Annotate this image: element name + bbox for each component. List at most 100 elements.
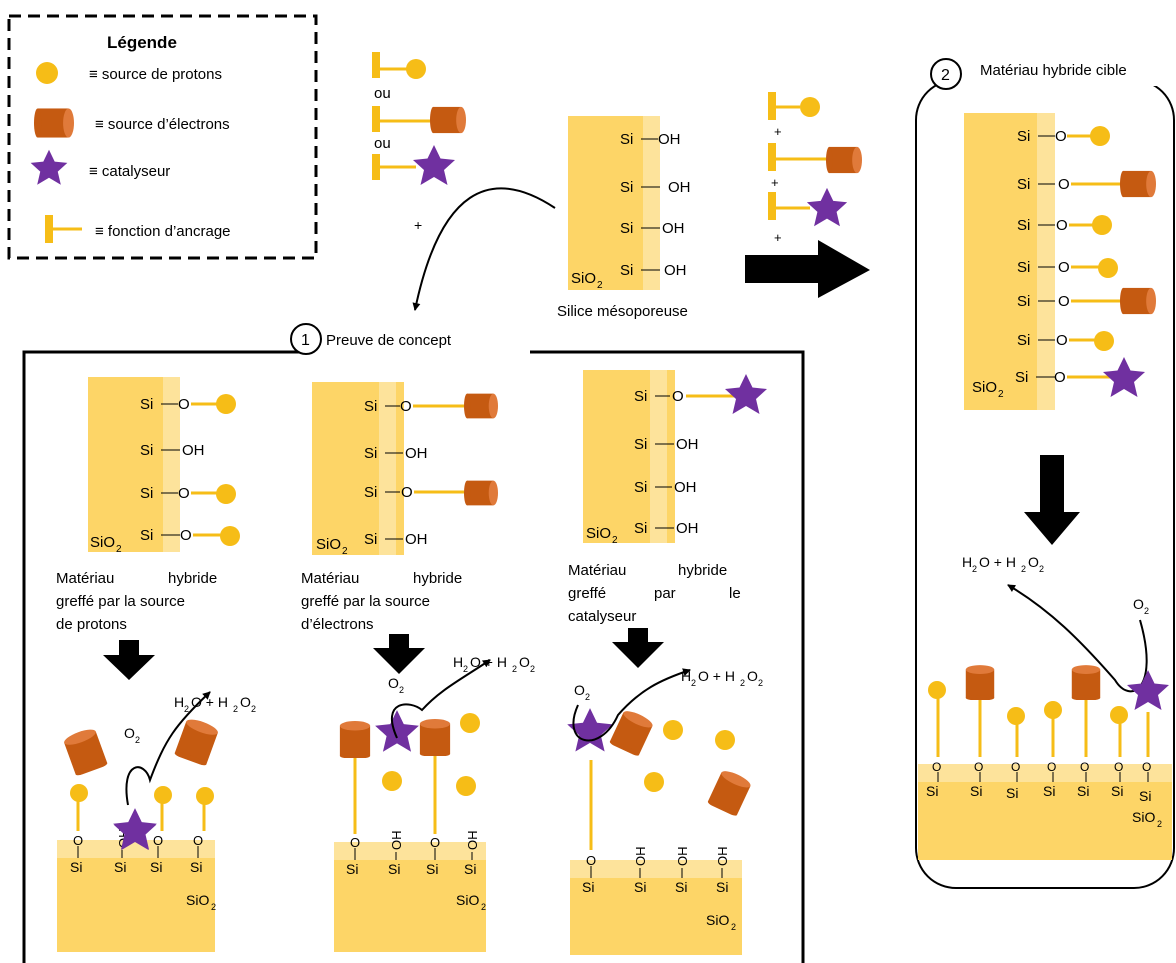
legend-title: Légende — [107, 33, 177, 52]
svg-text:+: + — [771, 175, 779, 190]
svg-text:2: 2 — [135, 735, 140, 745]
svg-text:Si: Si — [114, 859, 126, 875]
svg-text:le: le — [729, 585, 741, 602]
svg-text:OH: OH — [405, 531, 428, 548]
svg-text:O: O — [1058, 293, 1070, 310]
svg-text:Si: Si — [140, 442, 153, 459]
svg-text:Si: Si — [716, 879, 728, 895]
svg-text:Si: Si — [150, 859, 162, 875]
svg-text:OH: OH — [676, 520, 699, 537]
svg-text:OH: OH — [668, 179, 691, 196]
svg-text:Si: Si — [1017, 176, 1030, 193]
arrow-to-target — [745, 240, 870, 298]
svg-text:OH: OH — [676, 436, 699, 453]
svg-text:O: O — [932, 760, 941, 774]
legend-proton-icon — [36, 62, 58, 84]
svg-text:2: 2 — [612, 535, 618, 546]
svg-text:Si: Si — [1015, 369, 1028, 386]
svg-text:Matériau: Matériau — [56, 570, 114, 587]
svg-text:2: 2 — [233, 704, 238, 714]
legend-proton-label: ≡ source de protons — [89, 66, 222, 83]
svg-text:Si: Si — [620, 131, 633, 148]
svg-text:Si: Si — [346, 861, 358, 877]
svg-text:2: 2 — [972, 564, 977, 574]
svg-text:hybride: hybride — [168, 570, 217, 587]
svg-text:Si: Si — [620, 179, 633, 196]
svg-text:O: O — [73, 833, 83, 848]
svg-text:SiO: SiO — [706, 912, 729, 928]
svg-text:Si: Si — [634, 879, 646, 895]
svg-text:SiO: SiO — [186, 892, 209, 908]
legend-box: Légende ≡ source de protons ≡ source d’é… — [7, 14, 318, 260]
svg-text:Si: Si — [464, 861, 476, 877]
svg-text:Si: Si — [1077, 783, 1089, 799]
svg-text:SiO: SiO — [90, 534, 115, 551]
svg-text:2: 2 — [463, 664, 468, 674]
svg-text:OH: OH — [182, 442, 205, 459]
svg-text:Si: Si — [1006, 785, 1018, 801]
svg-text:OH: OH — [675, 847, 690, 867]
svg-text:2: 2 — [691, 678, 696, 688]
svg-text:Si: Si — [1017, 332, 1030, 349]
svg-text:H: H — [174, 694, 184, 710]
svg-text:Si: Si — [364, 484, 377, 501]
legend-anchor-icon — [45, 215, 82, 243]
svg-text:H: H — [962, 554, 972, 570]
svg-text:OH: OH — [715, 847, 730, 867]
svg-text:O: O — [1080, 760, 1089, 774]
svg-text:O: O — [240, 694, 251, 710]
svg-text:O: O — [401, 484, 413, 501]
svg-text:O: O — [1047, 760, 1056, 774]
svg-text:O: O — [180, 527, 192, 544]
svg-text:O + H: O + H — [470, 654, 507, 670]
silica-caption: Silice mésoporeuse — [557, 303, 688, 320]
svg-text:2: 2 — [530, 664, 535, 674]
svg-text:Si: Si — [634, 388, 647, 405]
svg-text:Si: Si — [140, 527, 153, 544]
svg-text:2: 2 — [251, 704, 256, 714]
svg-text:Si: Si — [1111, 783, 1123, 799]
svg-text:O + H: O + H — [979, 554, 1016, 570]
legend-catalyst-icon — [30, 149, 68, 185]
svg-text:H: H — [453, 654, 463, 670]
svg-text:2: 2 — [1144, 606, 1149, 616]
combined-grafts: + + + — [768, 92, 862, 245]
proof-of-concept-section: 1 Preuve de concept — [22, 323, 805, 963]
svg-text:OH: OH — [465, 831, 480, 851]
svg-text:O: O — [193, 833, 203, 848]
svg-text:OH: OH — [664, 262, 687, 279]
svg-text:OH: OH — [633, 847, 648, 867]
svg-text:2: 2 — [597, 280, 603, 291]
svg-text:O: O — [1133, 596, 1144, 612]
svg-text:Si: Si — [364, 398, 377, 415]
graft-options: ou ou + — [372, 52, 466, 233]
svg-text:O: O — [1056, 332, 1068, 349]
svg-text:OH: OH — [662, 220, 685, 237]
or-label-1: ou — [374, 85, 391, 102]
svg-text:Si: Si — [140, 396, 153, 413]
svg-text:Si: Si — [426, 861, 438, 877]
svg-text:2: 2 — [1157, 819, 1162, 829]
legend-catalyst-label: ≡ catalyseur — [89, 163, 170, 180]
svg-text:Si: Si — [970, 783, 982, 799]
svg-text:hybride: hybride — [678, 562, 727, 579]
svg-text:greffé par la source: greffé par la source — [56, 593, 185, 610]
svg-text:Si: Si — [634, 436, 647, 453]
svg-text:catalyseur: catalyseur — [568, 608, 636, 625]
svg-text:OH: OH — [658, 131, 681, 148]
svg-text:2: 2 — [512, 664, 517, 674]
svg-text:O: O — [586, 853, 596, 868]
svg-text:+: + — [774, 230, 782, 245]
svg-text:SiO: SiO — [586, 525, 611, 542]
svg-text:O: O — [1142, 760, 1151, 774]
svg-text:2: 2 — [998, 389, 1004, 400]
svg-text:SiO: SiO — [972, 379, 997, 396]
svg-text:2: 2 — [758, 678, 763, 688]
svg-text:Si: Si — [1139, 788, 1151, 804]
svg-text:2: 2 — [585, 692, 590, 702]
svg-text:SiO: SiO — [316, 536, 341, 553]
svg-text:Si: Si — [364, 531, 377, 548]
